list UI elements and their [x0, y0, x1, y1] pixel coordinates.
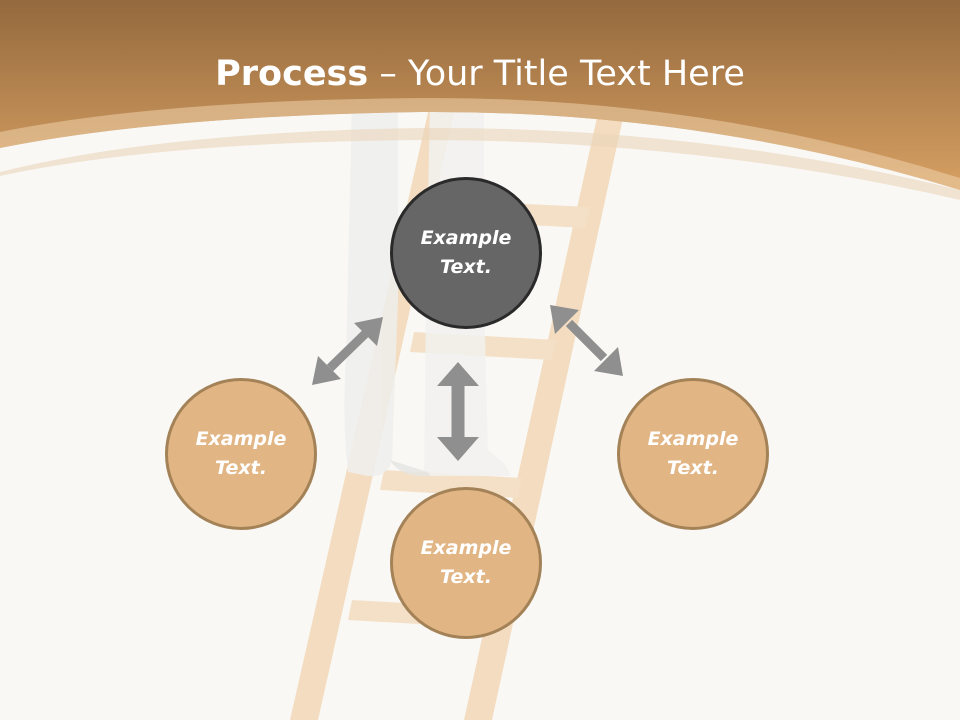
arrow-upper-right-icon [550, 305, 623, 376]
header-band [0, 0, 960, 190]
circle-top: Example Text. [390, 177, 542, 329]
title-strong: Process [215, 54, 369, 94]
arrow-vertical-icon [437, 362, 479, 461]
circle-top-text: Example Text. [420, 227, 512, 278]
circle-left: Example Text. [165, 378, 317, 530]
circle-bottom-text: Example Text. [420, 537, 512, 588]
slide-title: Process – Your Title Text Here [0, 52, 960, 96]
header-accent-band [0, 97, 960, 190]
circle-right-text: Example Text. [647, 428, 739, 479]
circle-bottom: Example Text. [390, 487, 542, 639]
circle-right: Example Text. [617, 378, 769, 530]
circle-left-text: Example Text. [195, 428, 287, 479]
title-rest: – Your Title Text Here [368, 54, 745, 94]
arrow-upper-left-icon [312, 317, 383, 385]
